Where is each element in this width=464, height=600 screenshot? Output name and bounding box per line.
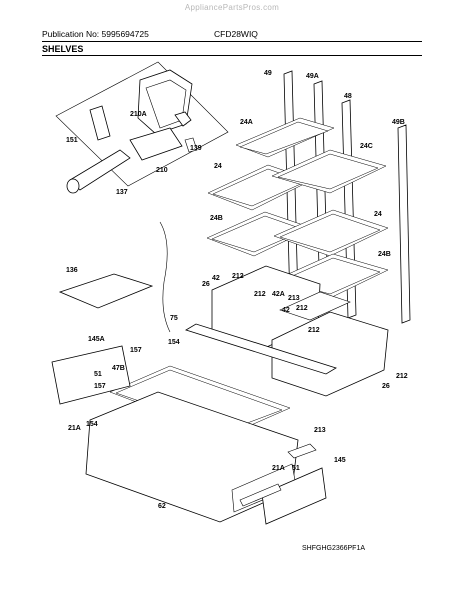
callout-75: 75 — [170, 315, 178, 322]
callout-24B-b: 24B — [378, 251, 391, 258]
callout-26-b: 26 — [382, 383, 390, 390]
callout-26-a: 26 — [202, 281, 210, 288]
callout-212-d: 212 — [308, 327, 320, 334]
callout-49B: 49B — [392, 119, 405, 126]
shelves — [206, 117, 389, 299]
diagram-code: SHFGHG2366PF1A — [302, 545, 366, 552]
callout-157-a: 157 — [130, 347, 142, 354]
callout-49A: 49A — [306, 73, 319, 80]
callout-42-a: 42 — [212, 275, 220, 282]
lower-drawer — [51, 221, 337, 525]
callout-49: 49 — [264, 70, 272, 77]
callout-62: 62 — [158, 503, 166, 510]
callout-21A-a: 21A — [68, 425, 81, 432]
model-number: CFD28WIQ — [214, 29, 258, 39]
callout-210: 210 — [156, 167, 168, 174]
callout-212-c: 212 — [296, 305, 308, 312]
callout-136: 136 — [66, 267, 78, 274]
callout-213-a: 213 — [288, 295, 300, 302]
callout-212-a: 212 — [232, 273, 244, 280]
callout-212-e: 212 — [396, 373, 408, 380]
callout-42A: 42A — [272, 291, 285, 298]
watermark: AppliancePartsPros.com — [184, 3, 280, 12]
callout-47B: 47B — [112, 365, 125, 372]
callout-139: 139 — [190, 145, 202, 152]
callout-212-b: 212 — [254, 291, 266, 298]
callout-24-b: 24 — [374, 211, 382, 218]
callout-51-b: 51 — [292, 465, 300, 472]
callout-24B: 24B — [210, 215, 223, 222]
callout-145: 145 — [334, 457, 346, 464]
callout-42-b: 42 — [282, 307, 290, 314]
callout-51-a: 51 — [94, 371, 102, 378]
callout-151: 151 — [66, 137, 78, 144]
callout-210A: 210A — [130, 111, 147, 118]
damper-inset — [55, 61, 229, 194]
publication-number: Publication No: 5995694725 — [42, 29, 149, 39]
section-title: SHELVES — [42, 44, 84, 54]
callout-24A: 24A — [240, 119, 253, 126]
callout-21A-b: 21A — [272, 465, 285, 472]
callout-137: 137 — [116, 189, 128, 196]
callout-24-a: 24 — [214, 163, 222, 170]
section-rule — [42, 55, 422, 56]
header-rule — [42, 41, 422, 42]
callout-24C: 24C — [360, 143, 373, 150]
callout-213-b: 213 — [314, 427, 326, 434]
callout-157-b: 157 — [94, 383, 106, 390]
callout-labels: 49 49A 48 49B 24A 24C 24 24 24B 24B 151 … — [66, 70, 408, 510]
callout-48: 48 — [344, 93, 352, 100]
crisper-drawers — [211, 265, 389, 397]
callout-154-a: 154 — [168, 339, 180, 346]
callout-145A: 145A — [88, 336, 105, 343]
callout-154-b: 154 — [86, 421, 98, 428]
